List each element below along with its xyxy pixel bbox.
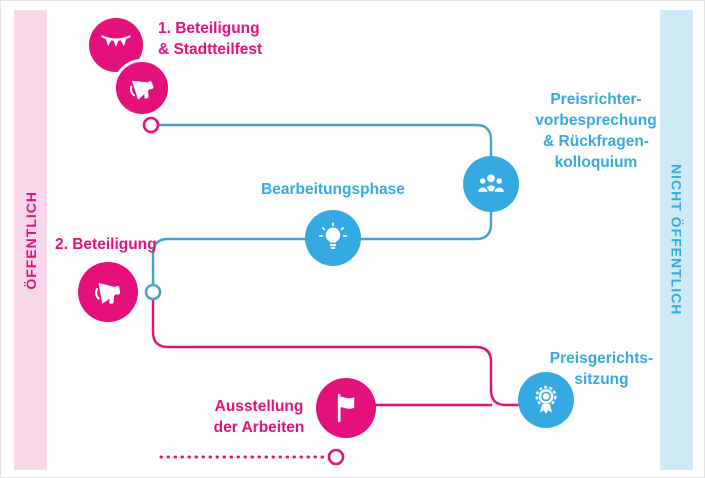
preisgericht-circle xyxy=(518,372,574,428)
lightbulb-icon xyxy=(319,222,347,250)
step-label-preisgericht: Preisgerichts- sitzung xyxy=(549,350,654,388)
milestone-node-3 xyxy=(327,448,345,466)
megaphone-icon xyxy=(95,282,121,304)
non-public-band-label: NICHT ÖFFENTLICH xyxy=(668,164,685,316)
step-label-bearbeitungsphase: Bearbeitungsphase xyxy=(261,181,405,198)
connector-phase1-to-jury xyxy=(158,123,493,157)
step-label-ausstellung: Ausstellung der Arbeiten xyxy=(213,398,305,436)
flag-icon xyxy=(337,393,355,423)
milestone-node-2 xyxy=(144,283,162,301)
non-public-band: NICHT ÖFFENTLICH xyxy=(660,10,693,470)
beteiligung1-circle xyxy=(113,59,171,117)
public-band-label: ÖFFENTLICH xyxy=(22,190,39,290)
beteiligung2-circle xyxy=(78,262,138,322)
jury-people-icon xyxy=(476,174,506,194)
bearbeitungsphase-circle xyxy=(305,210,361,266)
step-label-beteiligung2: 2. Beteiligung xyxy=(55,236,157,253)
connector-beteiligung2-to-preisgericht xyxy=(151,299,519,407)
ausstellung-circle xyxy=(316,378,376,438)
preisrichter-circle xyxy=(463,156,519,212)
award-medal-icon xyxy=(535,385,557,414)
milestone-node-1 xyxy=(142,116,160,134)
public-band: ÖFFENTLICH xyxy=(14,10,47,470)
step-label-preisrichter: Preisrichter- vorbesprechung & Rückfrage… xyxy=(535,91,657,171)
step-label-beteiligung1: 1. Beteiligung & Stadtteilfest xyxy=(158,20,263,58)
megaphone-icon xyxy=(129,80,154,100)
bunting-icon xyxy=(101,35,131,47)
